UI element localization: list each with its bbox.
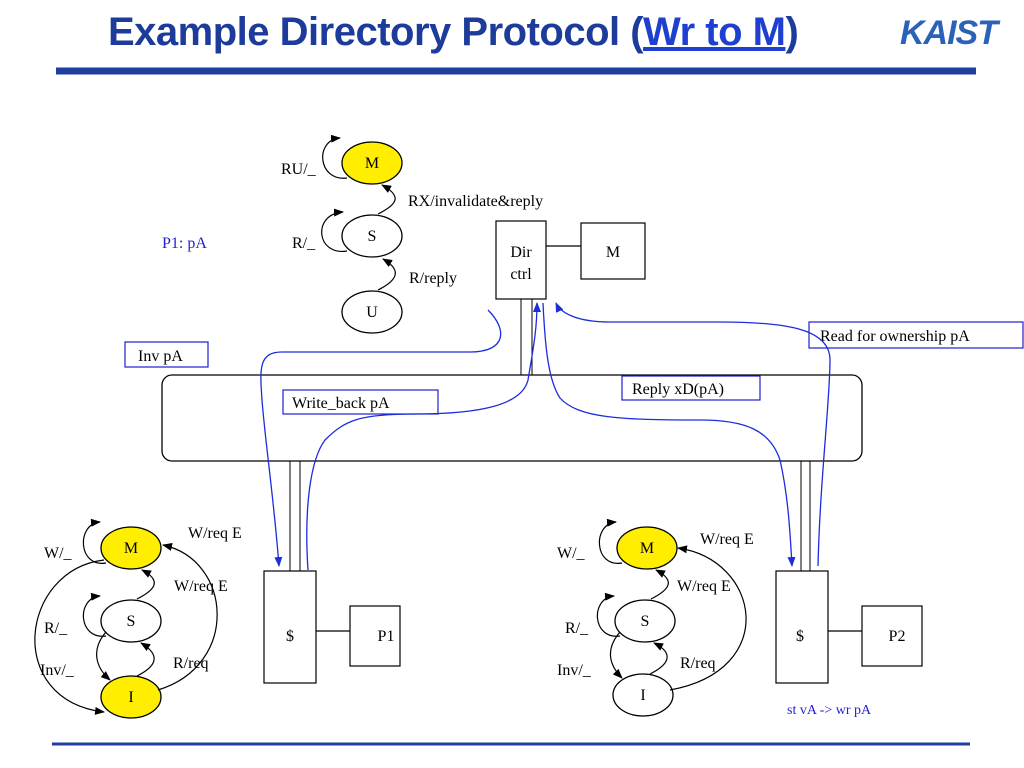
p1-w-self-loop xyxy=(82,518,107,564)
title-prefix: Example Directory Protocol ( xyxy=(108,10,644,54)
directory-state-machine: M S U RU/_ RX/invalidate&reply R/_ R/rep… xyxy=(162,134,543,334)
dir-ctrl-label-2: ctrl xyxy=(510,266,532,283)
p2-r-self-loop xyxy=(596,592,621,637)
read-ownership-arrow xyxy=(555,302,831,567)
inv-pa-box xyxy=(124,341,209,368)
p1-cache-label: $ xyxy=(286,628,294,645)
p2-s-to-i-arrow xyxy=(609,631,623,679)
dir-state-s xyxy=(341,214,403,258)
dir-ru-self-loop xyxy=(322,134,348,179)
p2-state-m xyxy=(616,526,678,570)
p1-m-to-i-arrow xyxy=(34,559,105,715)
dir-r-self-loop xyxy=(321,208,348,252)
p1-state-s-label: S xyxy=(127,613,136,630)
p2-state-machine: M S I W/_ W/req E W/req E R/_ Inv/_ R/re… xyxy=(557,518,754,717)
p2-state-s-label: S xyxy=(641,613,650,630)
p1-processor-box xyxy=(349,605,401,667)
p1-state-i-label: I xyxy=(128,689,133,706)
p1-state-m-label: M xyxy=(124,540,138,557)
dir-ctrl-box xyxy=(495,220,547,300)
p2-i-to-s-arrow xyxy=(649,642,668,675)
p1-r-self-loop xyxy=(82,592,107,637)
p1-w-self-label: W/_ xyxy=(44,545,73,562)
p1-inv-label: Inv/_ xyxy=(40,662,75,679)
dir-s-to-m-arrow xyxy=(377,184,396,215)
p1-s-to-m-arrow xyxy=(136,569,155,600)
title-highlight: Wr to M xyxy=(643,10,786,54)
p2-r-req-label: R/req xyxy=(680,655,716,672)
p2-s-to-m-arrow xyxy=(650,569,669,600)
p2-w-req-e-inner-label: W/req E xyxy=(677,578,731,595)
p2-store-note: st vA -> wr pA xyxy=(787,703,872,718)
dir-u-to-s-arrow xyxy=(377,258,396,291)
write-back-label: Write_back pA xyxy=(292,395,390,412)
dir-state-s-label: S xyxy=(368,228,377,245)
p1-r-self-label: R/_ xyxy=(44,620,68,637)
p2-state-m-label: M xyxy=(640,540,654,557)
dir-state-m xyxy=(341,141,403,185)
p2-processor-box xyxy=(861,605,923,667)
p2-r-self-label: R/_ xyxy=(565,620,589,637)
p2-w-self-loop xyxy=(598,518,623,564)
dir-ru-label: RU/_ xyxy=(281,161,317,178)
p1-state-machine: M S I W/_ W/req E W/req E R/_ Inv/_ R/re… xyxy=(34,518,242,719)
reply-label: Reply xD(pA) xyxy=(632,381,724,398)
p1-r-req-label: R/req xyxy=(173,655,209,672)
kaist-logo: KAIST xyxy=(900,14,998,52)
slide-title: Example Directory Protocol (Wr to M) xyxy=(108,10,799,55)
dir-r-label: R/_ xyxy=(292,235,316,252)
p1-i-to-m-arrow xyxy=(157,543,218,691)
p2-state-i-label: I xyxy=(640,687,645,704)
p2-state-i xyxy=(612,673,674,717)
dir-state-u-label: U xyxy=(366,304,378,321)
p2-i-to-m-arrow xyxy=(669,545,747,691)
title-suffix: ) xyxy=(785,10,799,54)
p1-processor-label: P1 xyxy=(378,628,395,645)
p2-w-self-label: W/_ xyxy=(557,545,586,562)
memory-label: M xyxy=(606,244,620,261)
p1-w-req-e-inner-label: W/req E xyxy=(174,578,228,595)
read-ownership-box xyxy=(808,321,1024,349)
reply-data-arrow xyxy=(542,302,796,567)
p2-cache-label: $ xyxy=(796,628,804,645)
dir-rx-label: RX/invalidate&reply xyxy=(408,193,543,210)
p2-state-s xyxy=(614,599,676,643)
write-back-arrow xyxy=(306,302,541,571)
p1-pa-label: P1: pA xyxy=(162,235,207,252)
invalidate-arrow xyxy=(260,309,502,567)
p1-w-req-e-outer-label: W/req E xyxy=(188,525,242,542)
p1-i-to-s-arrow xyxy=(136,642,155,677)
read-ownership-label: Read for ownership pA xyxy=(820,328,970,345)
p2-w-req-e-outer-label: W/req E xyxy=(700,531,754,548)
p1-cache-box xyxy=(263,570,317,684)
p2-cache-box xyxy=(775,570,829,684)
dir-state-m-label: M xyxy=(365,155,379,172)
reply-box xyxy=(621,375,761,401)
dir-reply-label: R/reply xyxy=(409,270,457,287)
p1-state-i xyxy=(100,675,162,719)
p1-state-m xyxy=(100,526,162,570)
p1-s-to-i-arrow xyxy=(96,631,111,681)
memory-box xyxy=(580,222,646,280)
p1-state-s xyxy=(100,599,162,643)
inv-pa-label: Inv pA xyxy=(138,348,183,365)
dir-state-u xyxy=(341,290,403,334)
write-back-box xyxy=(282,389,439,415)
p2-processor-label: P2 xyxy=(889,628,906,645)
p2-inv-label: Inv/_ xyxy=(557,662,592,679)
dir-ctrl-label-1: Dir xyxy=(510,244,532,261)
